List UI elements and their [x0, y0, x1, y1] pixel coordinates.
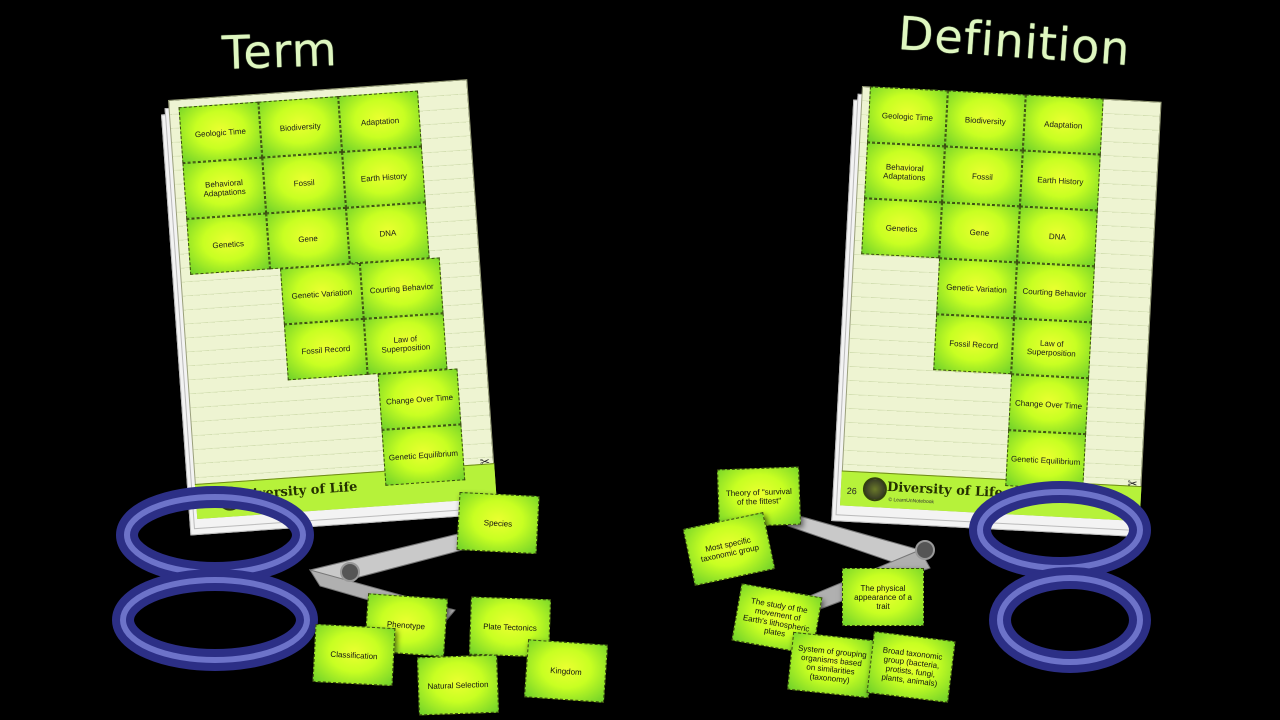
definition-cell[interactable]: Genetics — [861, 198, 943, 259]
term-card[interactable]: Natural Selection — [417, 654, 499, 716]
term-cell[interactable]: Courting Behavior — [359, 257, 444, 319]
cut-line-icon: ✂ — [479, 454, 491, 470]
scissors-icon[interactable] — [760, 470, 1160, 690]
term-cell[interactable]: Earth History — [342, 146, 426, 208]
term-cell[interactable]: Genetic Variation — [280, 263, 364, 325]
definition-cell[interactable]: Behavioral Adaptations — [864, 142, 945, 203]
term-cell[interactable]: Change Over Time — [377, 368, 462, 430]
definition-card[interactable]: System of grouping organisms based on si… — [787, 631, 875, 699]
term-cell[interactable]: Genetic Equilibrium — [381, 424, 466, 486]
definition-cell[interactable]: Biodiversity — [944, 90, 1026, 151]
definition-cell[interactable]: Law of Superposition — [1011, 318, 1092, 379]
definition-cell[interactable]: Earth History — [1019, 150, 1101, 211]
term-cell[interactable]: DNA — [345, 202, 430, 264]
definition-cell[interactable]: Genetic Variation — [936, 258, 1017, 319]
definition-cell[interactable]: Fossil Record — [933, 314, 1015, 375]
term-cell[interactable]: Fossil Record — [283, 318, 368, 381]
term-cell[interactable]: Biodiversity — [258, 96, 343, 158]
term-cell[interactable]: Gene — [266, 207, 350, 270]
term-card[interactable]: Species — [456, 491, 540, 555]
term-cell[interactable]: Fossil — [262, 151, 346, 214]
definition-cell[interactable]: DNA — [1016, 206, 1098, 267]
term-cell[interactable]: Adaptation — [338, 90, 422, 152]
definition-cell[interactable]: Adaptation — [1022, 94, 1104, 155]
definition-heading: Definition — [896, 5, 1133, 77]
definition-cell[interactable]: Fossil — [942, 146, 1023, 207]
term-heading: Term — [221, 22, 339, 80]
definition-cell[interactable]: Change Over Time — [1008, 374, 1090, 435]
definition-card[interactable]: The physical appearance of a trait — [842, 568, 924, 626]
definition-cell[interactable]: Courting Behavior — [1014, 262, 1095, 323]
term-card[interactable]: Classification — [312, 623, 396, 687]
term-cell[interactable]: Law of Superposition — [363, 313, 448, 375]
term-worksheet: 26 Diversity of Life © LearnUnNotebook ✂… — [160, 79, 497, 536]
definition-cell[interactable]: Geologic Time — [867, 86, 948, 147]
term-cell[interactable]: Genetics — [186, 213, 271, 275]
definition-worksheet: 26 Diversity of Life © LearnUnNotebook ✂… — [831, 86, 1162, 537]
definition-card[interactable]: Broad taxonomic group (bacteria, protist… — [866, 631, 956, 703]
definition-cell[interactable]: Gene — [939, 202, 1020, 263]
term-card[interactable]: Kingdom — [524, 639, 608, 703]
term-cell[interactable]: Behavioral Adaptations — [182, 157, 267, 220]
term-cell[interactable]: Geologic Time — [178, 101, 263, 164]
